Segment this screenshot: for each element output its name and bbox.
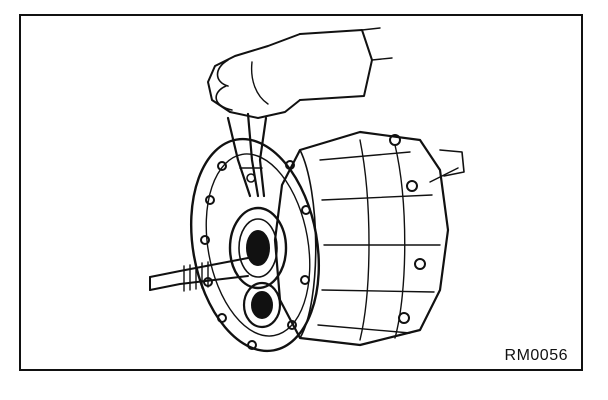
figure-frame [19, 14, 583, 371]
snap-ring-pliers [226, 112, 268, 198]
transmission-case [273, 130, 465, 347]
input-shaft [149, 257, 249, 292]
hand [207, 27, 393, 119]
front-flange-plate [189, 137, 321, 353]
figure-code-label: RM0056 [504, 347, 568, 364]
counter-shaft-bearing [242, 281, 282, 329]
input-shaft-bearing [228, 206, 288, 290]
